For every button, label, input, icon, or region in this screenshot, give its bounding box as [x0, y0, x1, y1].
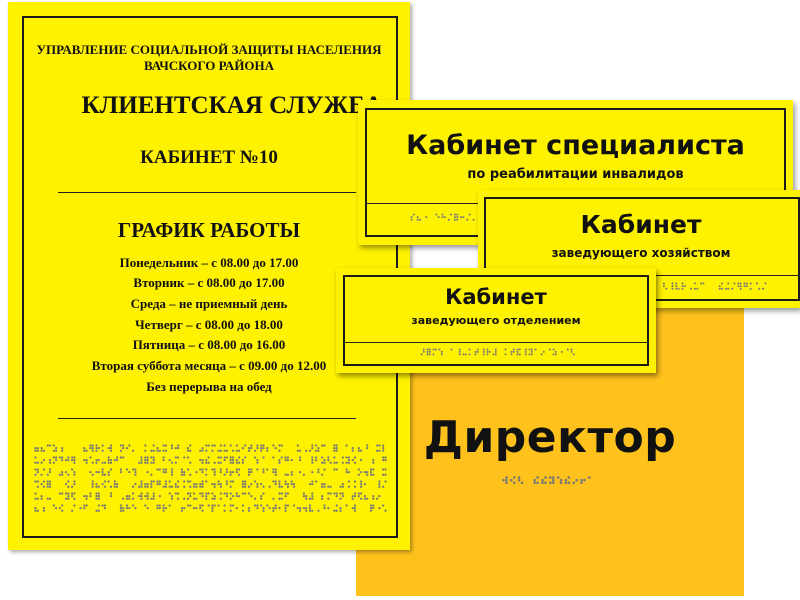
schedule-line: Пятница – с 08.00 до 16.00 — [132, 337, 286, 352]
schedule-line: Без перерыва на обед — [146, 379, 272, 394]
service-title: КЛИЕНТСКАЯ СЛУЖБА — [81, 92, 383, 119]
otd-title: Кабинет — [445, 285, 547, 309]
org-name-line2: ВАЧСКОГО РАЙОНА — [143, 58, 275, 73]
hoz-braille — [650, 282, 767, 290]
hoz-subtitle: заведующего хозяйством — [551, 246, 731, 260]
otd-subtitle: заведующего отделением — [411, 314, 581, 327]
director-title: Директор — [423, 412, 677, 463]
schedule-line: Вторник – с 08.00 до 17.00 — [133, 275, 285, 290]
hoz-title: Кабинет — [580, 210, 702, 239]
director-braille — [502, 476, 591, 485]
room-number: КАБИНЕТ №10 — [140, 147, 278, 168]
org-name-line1: УПРАВЛЕНИЕ СОЦИАЛЬНОЙ ЗАЩИТЫ НАСЕЛЕНИЯ — [36, 42, 382, 57]
schedule-line: Среда – не приемный день — [130, 296, 288, 311]
specialist-subtitle: по реабилитации инвалидов — [467, 167, 684, 182]
schedule-title: ГРАФИК РАБОТЫ — [117, 218, 301, 242]
schedule-line: Вторая суббота месяца – с 09.00 до 12.00 — [91, 358, 327, 373]
specialist-title: Кабинет специалиста — [406, 130, 745, 161]
otd-braille — [420, 348, 575, 356]
otd-sign: Кабинет заведующего отделением — [336, 268, 656, 373]
main-braille — [34, 444, 387, 512]
divider-bottom — [58, 418, 356, 419]
schedule-line: Понедельник – с 08.00 до 17.00 — [119, 255, 299, 270]
divider-top — [58, 192, 356, 193]
otd-sign-frame — [343, 275, 649, 366]
otd-divider — [343, 342, 649, 343]
schedule-line: Четверг – с 08.00 до 18.00 — [135, 317, 283, 332]
